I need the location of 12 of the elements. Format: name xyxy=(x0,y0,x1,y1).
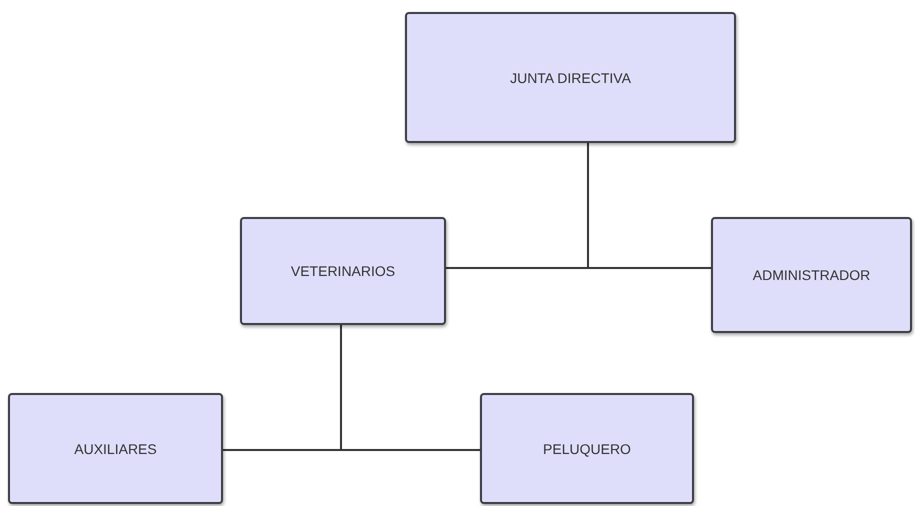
connector-line xyxy=(340,325,480,451)
connector-line xyxy=(587,143,711,269)
box-label: JUNTA DIRECTIVA xyxy=(510,70,631,86)
box-label: AUXILIARES xyxy=(74,440,157,456)
box-label: PELUQUERO xyxy=(543,440,631,456)
box-label: VETERINARIOS xyxy=(290,263,396,279)
org-box xyxy=(240,217,446,325)
org-box xyxy=(8,393,223,504)
org-box xyxy=(711,217,912,333)
org-box xyxy=(480,393,694,504)
box-label: ADMINISTRADOR xyxy=(752,267,870,283)
org-box xyxy=(405,12,736,143)
